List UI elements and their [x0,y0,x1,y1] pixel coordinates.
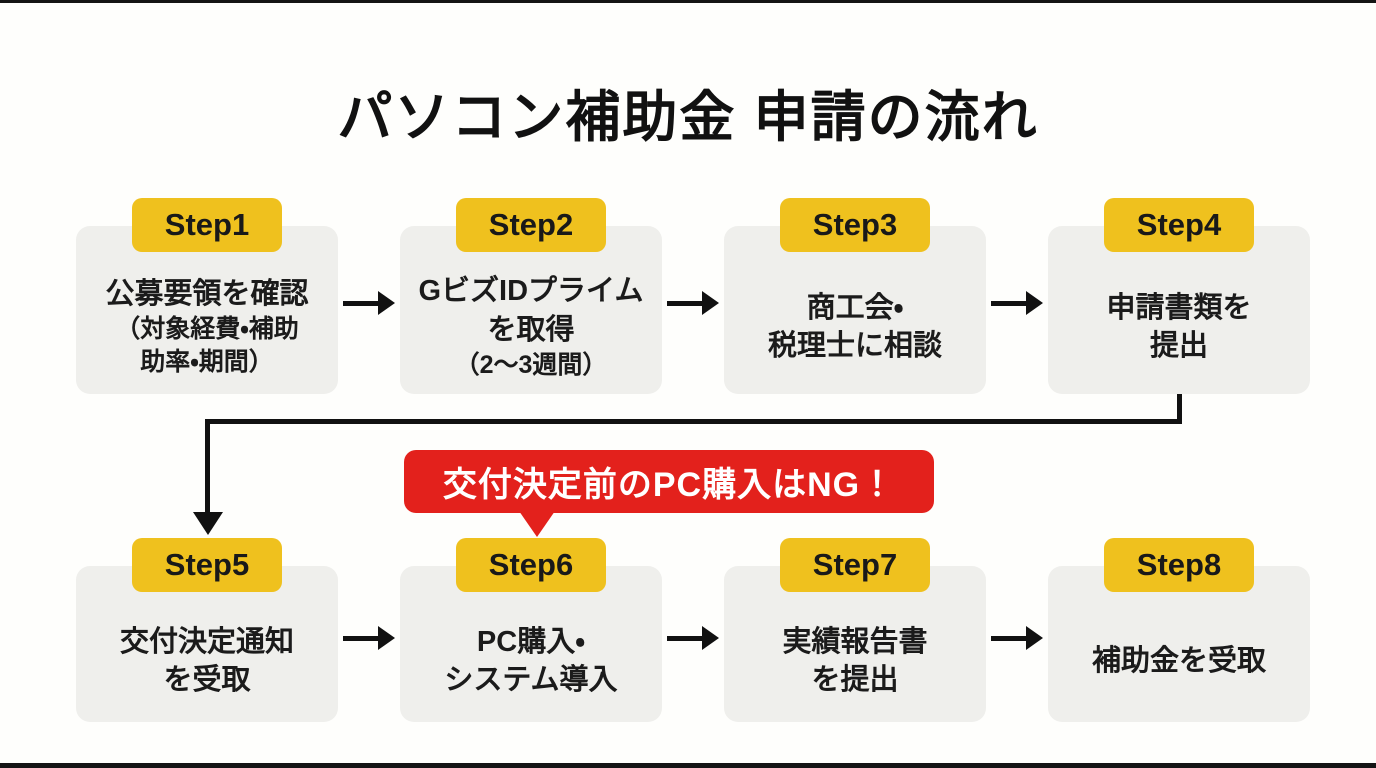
step-text-line: を提出 [811,664,899,696]
step-box: PC購入・ システム導入 [400,566,662,722]
step-card-1: Step1 公募要領を確認 （対象経費・補助 助率・期間） [76,198,338,394]
connector-line-horizontal [205,419,1182,424]
step-text-line: 申請書類を [1106,291,1252,324]
step-badge: Step6 [456,538,606,592]
callout-tail-icon [519,511,555,537]
step-box: 公募要領を確認 （対象経費・補助 助率・期間） [76,226,338,394]
arrow-right-icon [343,291,395,315]
step-badge: Step5 [132,538,282,592]
step-card-8: Step8 補助金を受取 [1048,538,1310,722]
step-card-7: Step7 実績報告書 を提出 [724,538,986,722]
step-text-line: 助率・期間） [140,348,274,377]
step-box: 実績報告書 を提出 [724,566,986,722]
warning-callout: 交付決定前のPC購入はNG！ [404,450,934,537]
step-text-line: PC購入・ [476,625,586,658]
step-badge: Step8 [1104,538,1254,592]
step-text-line: 提出 [1149,330,1208,362]
step-badge: Step3 [780,198,930,252]
step-text-line: 交付決定通知 [119,625,294,658]
step-text-line: 実績報告書 [782,625,928,658]
step-text-line: 税理士に相談 [767,330,942,362]
step-badge: Step2 [456,198,606,252]
arrow-right-icon [667,626,719,650]
step-text-line: 商工会・ [806,291,904,324]
warning-callout-text: 交付決定前のPC購入はNG！ [442,466,896,504]
step-text-line: システム導入 [444,664,618,696]
step-badge: Step1 [132,198,282,252]
step-box: 商工会・ 税理士に相談 [724,226,986,394]
step-text-line: を受取 [163,664,251,696]
step-card-3: Step3 商工会・ 税理士に相談 [724,198,986,394]
connector-line-vertical [205,419,210,514]
step-card-4: Step4 申請書類を 提出 [1048,198,1310,394]
step-text-line: 補助金を受取 [1091,644,1266,677]
step-badge: Step7 [780,538,930,592]
step-box: 交付決定通知 を受取 [76,566,338,722]
step-card-2: Step2 GビズIDプライム を取得 （2〜3週間） [400,198,662,394]
top-edge-line [0,0,1376,3]
bottom-edge-line [0,763,1376,768]
arrow-down-icon [193,512,223,535]
step-text-line: （対象経費・補助 [115,315,299,344]
arrow-right-icon [343,626,395,650]
step-box: GビズIDプライム を取得 （2〜3週間） [400,226,662,394]
step-card-5: Step5 交付決定通知 を受取 [76,538,338,722]
connector-line-vertical [1177,394,1182,424]
arrow-right-icon [991,291,1043,315]
page-title: パソコン補助金 申請の流れ [337,86,1039,148]
arrow-right-icon [991,626,1043,650]
step-text-line: を取得 [487,313,575,346]
step-text-line: 公募要領を確認 [105,277,309,310]
step-text-line: （2〜3週間） [454,350,608,379]
step-box: 補助金を受取 [1048,566,1310,722]
step-text-line: GビズIDプライム [418,275,644,308]
arrow-right-icon [667,291,719,315]
step-card-6: Step6 PC購入・ システム導入 [400,538,662,722]
step-badge: Step4 [1104,198,1254,252]
step-box: 申請書類を 提出 [1048,226,1310,394]
